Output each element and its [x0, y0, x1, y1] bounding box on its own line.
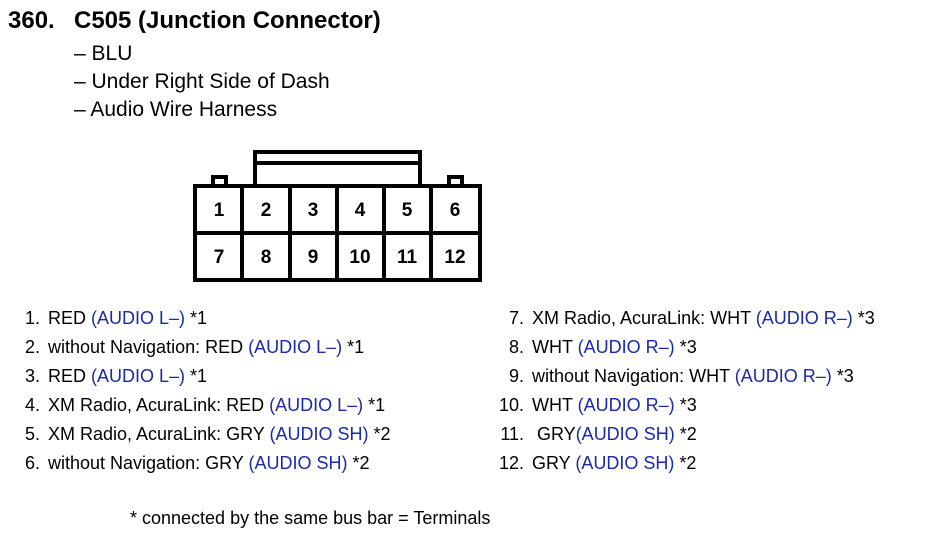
pin-list-item: 4.XM Radio, AcuraLink: RED (AUDIO L–) *1 — [24, 395, 386, 415]
connector-color: – BLU — [74, 42, 133, 65]
pin-4: 4 — [355, 200, 366, 221]
connector-left-ear — [211, 175, 228, 186]
pin-list-item: 3.RED (AUDIO L–) *1 — [24, 366, 208, 386]
connector-name: C505 (Junction Connector) — [74, 7, 381, 34]
pin-1: 1 — [214, 200, 225, 221]
connector-right-ear — [447, 175, 464, 186]
pin-list-item: 12.GRY (AUDIO SH) *2 — [498, 453, 697, 473]
pin-12: 12 — [444, 247, 465, 268]
pin-list-item: 9.without Navigation: WHT (AUDIO R–) *3 — [508, 366, 854, 386]
pin-3: 3 — [308, 200, 319, 221]
pin-list-item: 2.without Navigation: RED (AUDIO L–) *1 — [24, 337, 365, 357]
pin-5: 5 — [402, 200, 413, 221]
pin-6: 6 — [450, 200, 461, 221]
pin-9: 9 — [308, 247, 319, 268]
connector-harness: – Audio Wire Harness — [74, 98, 278, 121]
connector-number: 360. — [8, 7, 55, 34]
pin-list-item: 7.XM Radio, AcuraLink: WHT (AUDIO R–) *3 — [508, 308, 875, 328]
pin-list-item: 5.XM Radio, AcuraLink: GRY (AUDIO SH) *2 — [24, 424, 391, 444]
pin-2: 2 — [261, 200, 272, 221]
pin-list-item: 8.WHT (AUDIO R–) *3 — [508, 337, 697, 357]
pin-7: 7 — [214, 247, 225, 268]
pin-8: 8 — [261, 247, 272, 268]
connector-lock-tab — [253, 150, 422, 184]
connector-title: 360. C505 (Junction Connector) — [8, 7, 381, 35]
pin-11: 11 — [397, 247, 418, 268]
pin-list-item: 1.RED (AUDIO L–) *1 — [24, 308, 208, 328]
pin-10: 10 — [349, 247, 370, 268]
connector-diagram: 1 2 3 4 5 6 7 8 9 10 11 12 — [193, 150, 482, 282]
pin-list-item: 10.WHT (AUDIO R–) *3 — [498, 395, 697, 415]
connector-location: – Under Right Side of Dash — [74, 70, 330, 93]
pin-list-item: 11. GRY(AUDIO SH) *2 — [500, 424, 697, 444]
footnote: * connected by the same bus bar = Termin… — [130, 508, 491, 528]
pin-list-item: 6.without Navigation: GRY (AUDIO SH) *2 — [24, 453, 370, 473]
